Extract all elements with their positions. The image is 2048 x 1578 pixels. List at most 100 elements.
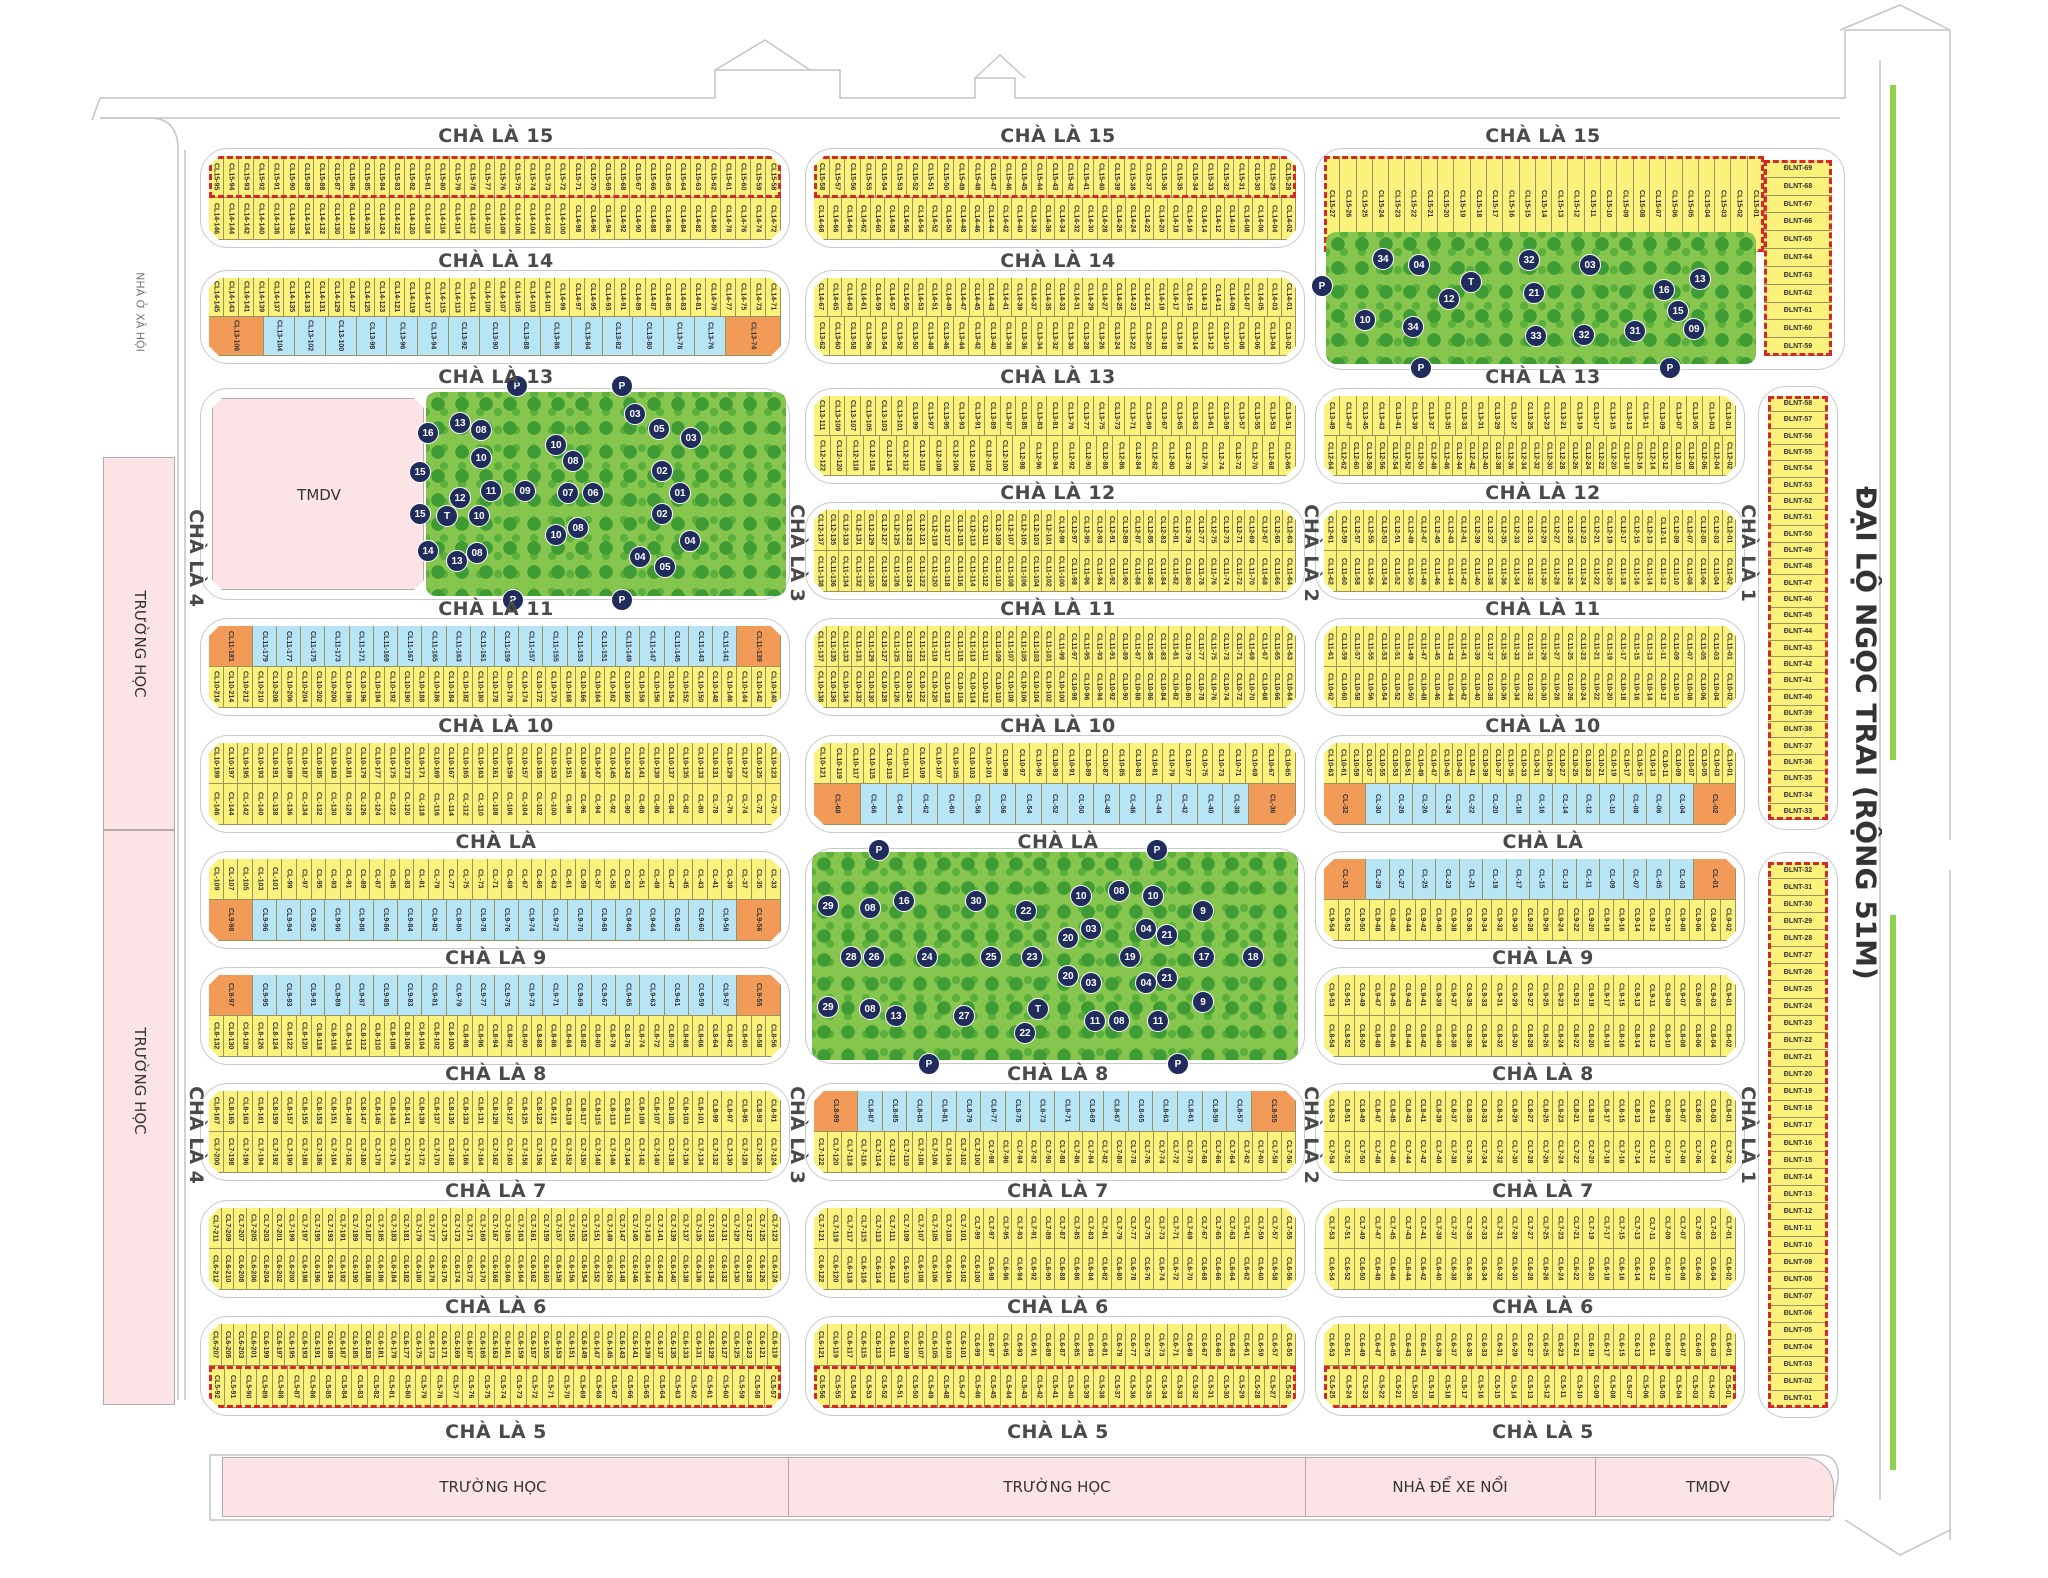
lot[interactable]: CL10-25 (1569, 743, 1582, 784)
lot[interactable]: CL9-43 (1400, 975, 1415, 1016)
lot[interactable]: CL13-94 (418, 317, 449, 356)
lot[interactable]: CL-68 (814, 784, 861, 825)
lot[interactable]: CL6-105 (927, 1324, 941, 1366)
lot[interactable]: CL7-106 (927, 1132, 941, 1173)
lot[interactable]: CL12-110 (914, 436, 931, 476)
lot[interactable]: CL13-79 (1063, 396, 1079, 436)
lot[interactable]: CL12-01 (1723, 510, 1736, 551)
lot[interactable]: CL8-91 (766, 1091, 781, 1132)
lot[interactable]: CL7-119 (828, 1208, 842, 1249)
lot[interactable]: CL11-153 (568, 626, 592, 667)
lot[interactable]: CL5-50 (907, 1366, 923, 1408)
lot[interactable]: CL9-32 (1492, 900, 1507, 941)
lot[interactable]: CL5-48 (938, 1366, 954, 1408)
lot[interactable]: CL6-144 (641, 1249, 654, 1290)
lot[interactable]: CL5-11 (1555, 1366, 1571, 1408)
lot[interactable]: CL11-14 (1643, 551, 1656, 592)
lot[interactable]: CL-35 (752, 859, 767, 900)
lot[interactable]: CL6-08 (1675, 1249, 1690, 1290)
lot[interactable]: CL7-161 (527, 1208, 540, 1249)
lot[interactable]: CL8-98 (458, 1016, 473, 1057)
parking-marker-icon[interactable]: P (1659, 357, 1681, 379)
lot[interactable]: ĐLNT-50 (1768, 526, 1828, 543)
lot[interactable]: CL6-84 (1083, 1249, 1097, 1290)
lot[interactable]: CL12-75 (1207, 510, 1220, 551)
lot[interactable]: CL14-120 (405, 198, 420, 240)
lot[interactable]: CL11-45 (1430, 626, 1443, 667)
lot[interactable]: CL11-104 (1030, 551, 1043, 592)
lot[interactable]: CL11-21 (1590, 626, 1603, 667)
lot[interactable]: CL14-74 (751, 198, 766, 240)
lot[interactable]: CL6-06 (1690, 1249, 1705, 1290)
lot[interactable]: CL15-81 (420, 156, 435, 198)
lot[interactable]: CL10-188 (414, 667, 429, 708)
lot[interactable]: CL11-102 (1042, 551, 1055, 592)
lot[interactable]: CL11-18 (1616, 551, 1629, 592)
lot[interactable]: CL12-97 (1068, 510, 1081, 551)
lot[interactable]: CL12-107 (1004, 510, 1017, 551)
lot[interactable]: CL14-07 (1239, 278, 1253, 317)
lot[interactable]: CL14-127 (344, 278, 359, 317)
lot[interactable]: CL6-148 (616, 1249, 629, 1290)
lot[interactable]: CL13-74 (726, 317, 781, 356)
lot[interactable]: CL10-177 (370, 743, 385, 784)
lot[interactable]: CL7-198 (224, 1132, 239, 1173)
lot[interactable]: CL8-93 (752, 1091, 767, 1132)
lot[interactable]: CL8-102 (429, 1016, 444, 1057)
lot[interactable]: CL14-43 (984, 278, 998, 317)
lot[interactable]: CL6-167 (463, 1324, 476, 1366)
lot[interactable]: CL11-173 (325, 626, 349, 667)
lot[interactable]: CL8-63 (1153, 1091, 1178, 1132)
lot[interactable]: CL6-206 (247, 1249, 260, 1290)
lot[interactable]: CL7-26 (1538, 1132, 1553, 1173)
lot[interactable]: CL10-33 (1517, 743, 1530, 784)
lot[interactable]: CL11-122 (915, 551, 928, 592)
lot[interactable]: ĐLNT-37 (1768, 738, 1828, 755)
lot[interactable]: CL7-104 (942, 1132, 956, 1173)
lot[interactable]: CL10-87 (1097, 743, 1114, 784)
lot[interactable]: CL6-106 (927, 1249, 941, 1290)
amenity-marker[interactable]: 13 (885, 1005, 907, 1027)
lot[interactable]: CL-97 (297, 859, 312, 900)
lot[interactable]: CL5-33 (1172, 1366, 1188, 1408)
lot[interactable]: CL15-60 (736, 156, 751, 198)
parking-marker-icon[interactable]: P (1311, 275, 1333, 297)
lot[interactable]: CL6-95 (998, 1324, 1012, 1366)
lot[interactable]: CL6-139 (641, 1324, 654, 1366)
lot[interactable]: CL6-01 (1721, 1324, 1736, 1366)
lot[interactable]: CL14-128 (344, 198, 359, 240)
lot[interactable]: CL7-125 (756, 1208, 769, 1249)
lot[interactable]: CL9-57 (713, 975, 737, 1016)
lot[interactable]: CL7-136 (678, 1132, 693, 1173)
lot[interactable]: CL13-04 (1265, 317, 1281, 356)
lot[interactable]: CL11-63 (1283, 626, 1296, 667)
lot[interactable]: CL7-27 (1522, 1208, 1537, 1249)
lot[interactable]: CL9-42 (1416, 900, 1431, 941)
lot[interactable]: CL10-175 (385, 743, 400, 784)
lot[interactable]: CL7-21 (1568, 1208, 1583, 1249)
lot[interactable]: CL7-144 (620, 1132, 635, 1173)
lot[interactable]: ĐLNT-62 (1764, 284, 1832, 303)
lot[interactable]: CL10-164 (590, 667, 605, 708)
lot[interactable]: CL6-193 (298, 1324, 311, 1366)
lot[interactable]: CL14-94 (600, 198, 615, 240)
lot[interactable]: CL13-58 (845, 317, 861, 356)
lot[interactable]: CL11-82 (1169, 551, 1182, 592)
lot[interactable]: CL11-88 (1131, 551, 1144, 592)
lot[interactable]: CL11-60 (1337, 551, 1350, 592)
lot[interactable]: CL10-200 (326, 667, 341, 708)
lot[interactable]: CL7-04 (1705, 1132, 1720, 1173)
lot[interactable]: CL8-82 (576, 1016, 591, 1057)
lot[interactable]: CL14-140 (254, 198, 269, 240)
lot[interactable]: CL13-109 (830, 396, 846, 436)
lot[interactable]: CL5-40 (1063, 1366, 1079, 1408)
lot[interactable]: CL5-07 (1621, 1366, 1637, 1408)
lot[interactable]: CL13-61 (1203, 396, 1219, 436)
lot[interactable]: CL11-167 (398, 626, 422, 667)
lot[interactable]: CL10-103 (964, 743, 981, 784)
lot[interactable]: CL7-158 (517, 1132, 532, 1173)
amenity-marker[interactable]: 12 (449, 487, 471, 509)
lot[interactable]: CL13-03 (1703, 396, 1719, 436)
lot[interactable]: CL14-85 (661, 278, 676, 317)
lot[interactable]: CL11-50 (1404, 551, 1417, 592)
